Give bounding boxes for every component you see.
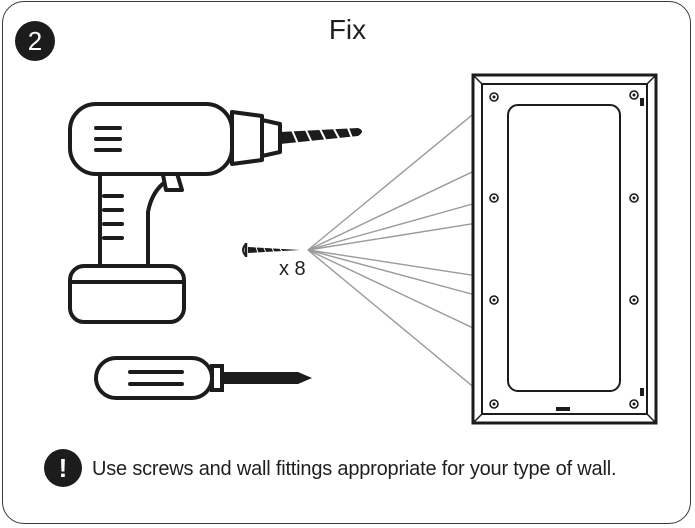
drill-icon bbox=[68, 102, 282, 324]
warning-icon: ! bbox=[44, 449, 82, 487]
screwdriver-icon bbox=[94, 356, 312, 400]
warning-note: Use screws and wall fittings appropriate… bbox=[92, 458, 617, 480]
step-title: Fix bbox=[328, 14, 367, 45]
mounting-frame-icon bbox=[471, 73, 658, 425]
drill-details bbox=[94, 126, 124, 240]
drill-bit-icon bbox=[280, 127, 362, 145]
screw-icon bbox=[242, 243, 300, 257]
step-number-badge: 2 bbox=[15, 21, 55, 61]
screw-count-label: x 8 bbox=[279, 258, 306, 280]
mounting-hole-centers bbox=[492, 93, 636, 406]
